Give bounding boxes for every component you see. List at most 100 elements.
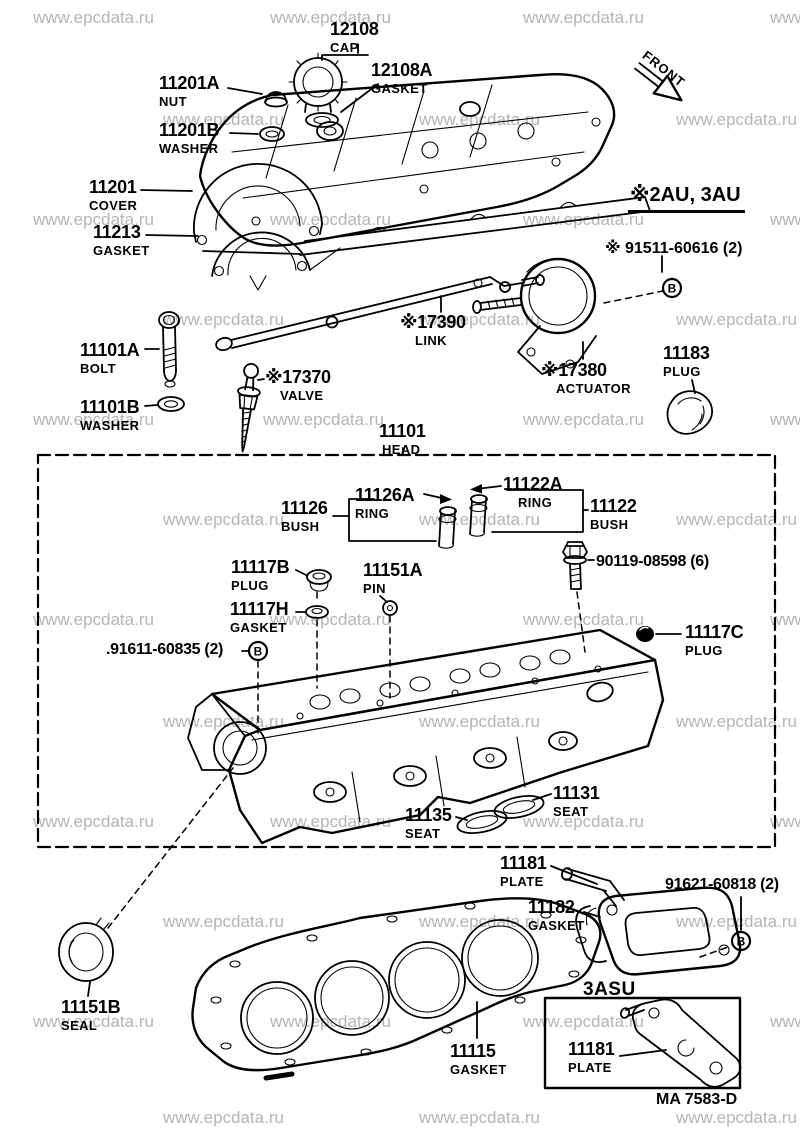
part-label-91621-60818: 91621-60818 (2) bbox=[665, 877, 779, 893]
part-label-11201a: 11201A NUT bbox=[159, 73, 220, 109]
part-number: 11131 bbox=[553, 783, 600, 803]
part-number: 11115 bbox=[450, 1041, 496, 1061]
watermark-text: www.epcdata.ru bbox=[523, 812, 644, 831]
watermark-text: www.epcdata.ru bbox=[163, 912, 284, 931]
part-number: 11117H bbox=[230, 599, 289, 619]
part-number: 11126 bbox=[281, 498, 328, 518]
svg-text:B: B bbox=[737, 935, 746, 949]
part-number: 11101B bbox=[80, 397, 140, 417]
part-caption: BUSH bbox=[281, 519, 320, 534]
watermark-text: www.epcdata.ru bbox=[676, 712, 797, 731]
watermark-text: www.epcdata.ru bbox=[676, 310, 797, 329]
watermark-text: www.epcdata.ru bbox=[523, 410, 644, 429]
part-number: 11183 bbox=[663, 343, 710, 363]
watermark-text: www.epcdata.ru bbox=[163, 510, 284, 529]
part-caption: SEAT bbox=[553, 804, 589, 819]
part-label-11182: 11182 GASKET bbox=[528, 898, 585, 932]
part-caption: PIN bbox=[363, 581, 386, 596]
circled-b-91611: B bbox=[247, 640, 269, 662]
watermark-text: www.epcdata.ru bbox=[270, 610, 391, 629]
part-label-11101b: 11101B WASHER bbox=[80, 397, 140, 433]
watermark-text: www.epcdata.ru bbox=[163, 310, 284, 329]
part-caption: NUT bbox=[159, 94, 187, 109]
part-label-11151b: 11151B SEAL bbox=[61, 997, 121, 1033]
plug-11117b-drawing bbox=[306, 569, 332, 592]
watermark-text: www.epcdata.ru bbox=[523, 610, 644, 629]
link-drawing bbox=[215, 274, 545, 352]
actuator-drawing bbox=[472, 257, 597, 375]
plug-11117c-drawing bbox=[636, 626, 654, 642]
watermark-text: www.epcdata.ru bbox=[163, 110, 284, 129]
cylinder-head-drawing bbox=[187, 628, 665, 845]
watermark-text: www.epcdata.ru bbox=[163, 1108, 284, 1127]
part-caption: RING bbox=[355, 506, 390, 521]
part-number: ※17390 bbox=[400, 312, 466, 332]
part-label-11101a: 11101A BOLT bbox=[80, 341, 140, 376]
part-caption: PLATE bbox=[500, 874, 544, 889]
part-caption: BOLT bbox=[80, 361, 117, 376]
part-number: 11151B bbox=[61, 997, 121, 1017]
watermark-text: www.epcdata.ru bbox=[33, 1012, 154, 1031]
part-caption: WASHER bbox=[159, 141, 219, 156]
part-label-11183: 11183 PLUG bbox=[663, 344, 710, 378]
watermark-text: www.epcdata.ru bbox=[33, 610, 154, 629]
watermark-text: www.epcdata.ru bbox=[419, 912, 540, 931]
svg-text:B: B bbox=[668, 282, 677, 296]
part-caption: PLUG bbox=[663, 364, 701, 379]
part-label-17380: ※17380 ACTUATOR bbox=[541, 361, 631, 395]
part-caption: BUSH bbox=[590, 517, 629, 532]
head-gasket-drawing bbox=[191, 897, 602, 1081]
part-label-11181-3asu: 11181 PLATE bbox=[568, 1040, 615, 1074]
part-number: 11182 bbox=[528, 897, 575, 917]
part-label-11117b: 11117B PLUG bbox=[231, 558, 290, 592]
part-caption: SEAL bbox=[61, 1018, 98, 1033]
outlet-plate-drawing bbox=[561, 867, 742, 976]
part-caption: ACTUATOR bbox=[556, 381, 631, 396]
part-label-11117h: 11117H GASKET bbox=[230, 599, 289, 634]
part-number: 11126A bbox=[355, 485, 415, 505]
part-label-11131: 11131 SEAT bbox=[553, 784, 600, 818]
part-caption: HEAD bbox=[382, 442, 421, 457]
part-label-11117c: 11117C PLUG bbox=[685, 623, 744, 658]
watermark-text: www.epcdata.ru bbox=[33, 8, 154, 27]
part-label-17370: ※17370 VALVE bbox=[265, 368, 331, 402]
part-number: 12108A bbox=[371, 60, 433, 80]
part-caption: SEAT bbox=[405, 826, 441, 841]
part-number: 11201B bbox=[159, 120, 220, 140]
part-label-11213: 11213 GASKET bbox=[93, 223, 150, 257]
circled-b-91621: B bbox=[730, 930, 752, 952]
part-number: 12108 bbox=[330, 19, 379, 39]
watermark-text: www.epcdata.ru bbox=[770, 812, 800, 831]
part-label-11135: 11135 SEAT bbox=[405, 806, 452, 840]
valve-guide-bushes-drawing bbox=[438, 494, 488, 549]
part-label-17390: ※17390 LINK bbox=[400, 313, 466, 347]
part-label-11201: 11201 COVER bbox=[89, 178, 137, 212]
part-number: ※17370 bbox=[265, 367, 331, 387]
circled-b-91511: B bbox=[661, 277, 683, 299]
watermark-text: www.epcdata.ru bbox=[676, 510, 797, 529]
part-number: 11181 bbox=[568, 1039, 615, 1059]
watermark-text: www.epcdata.ru bbox=[676, 1108, 797, 1127]
watermark-text: www.epcdata.ru bbox=[270, 1012, 391, 1031]
part-label-11151a: 11151A PIN bbox=[363, 560, 423, 596]
part-caption: WASHER bbox=[80, 418, 140, 433]
part-caption: PLUG bbox=[685, 643, 723, 658]
watermark-text: www.epcdata.ru bbox=[770, 8, 800, 27]
part-caption: RING bbox=[518, 495, 553, 510]
part-number: 11122A bbox=[503, 474, 563, 494]
cam-seal-drawing bbox=[58, 917, 114, 982]
watermark-text: www.epcdata.ru bbox=[770, 210, 800, 229]
part-caption: GASKET bbox=[528, 918, 585, 933]
part-number: 11201 bbox=[89, 177, 137, 197]
front-arrow: FRONT bbox=[634, 48, 688, 102]
head-bolt-90119-drawing bbox=[562, 541, 588, 590]
part-number: 11151A bbox=[363, 560, 423, 580]
part-number: 11201A bbox=[159, 73, 220, 93]
watermark-text: www.epcdata.ru bbox=[270, 8, 391, 27]
part-caption: PLATE bbox=[568, 1060, 612, 1075]
watermark-text: www.epcdata.ru bbox=[263, 410, 384, 429]
watermark-text: www.epcdata.ru bbox=[33, 812, 154, 831]
spring-seats-drawing bbox=[456, 795, 545, 834]
